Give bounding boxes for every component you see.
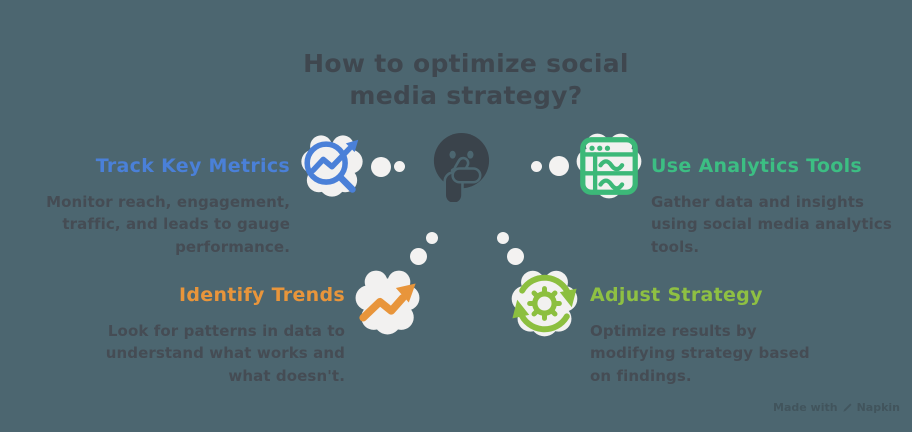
thought-dot	[426, 232, 438, 244]
use-analytics-tools-heading: Use Analytics Tools	[651, 155, 863, 177]
section-identify-trends: Identify Trends Look for patterns in dat…	[77, 284, 345, 387]
analytics-window-icon	[572, 129, 646, 203]
pen-icon	[842, 403, 851, 412]
adjust-strategy-description: Optimize results by modifying strategy b…	[590, 321, 810, 385]
credit-prefix: Made with	[773, 401, 838, 414]
section-use-analytics-tools: Use Analytics Tools Gather data and insi…	[651, 155, 896, 258]
gear-refresh-icon	[507, 266, 582, 341]
thought-dot	[394, 161, 405, 172]
thought-dot	[531, 161, 542, 172]
track-key-metrics-description: Monitor reach, engagement, traffic, and …	[46, 192, 290, 256]
thought-dot	[497, 232, 509, 244]
magnifier-trend-icon	[297, 131, 367, 201]
credit-brand: Napkin	[856, 401, 900, 414]
section-adjust-strategy: Adjust Strategy Optimize results by modi…	[590, 284, 830, 387]
identify-trends-description: Look for patterns in data to understand …	[105, 321, 345, 385]
identify-trends-heading: Identify Trends	[178, 284, 345, 306]
thought-dot	[410, 248, 427, 265]
track-key-metrics-bubble	[297, 131, 367, 201]
section-track-key-metrics: Track Key Metrics Monitor reach, engagem…	[0, 155, 290, 258]
trend-arrow-icon	[351, 266, 424, 339]
thought-dot	[507, 248, 524, 265]
thinking-face-icon	[427, 131, 494, 206]
identify-trends-bubble	[351, 266, 424, 339]
adjust-strategy-heading: Adjust Strategy	[590, 284, 763, 306]
adjust-strategy-bubble	[507, 266, 582, 341]
thought-dot	[371, 157, 391, 177]
page-title: How to optimize social media strategy?	[303, 49, 629, 110]
made-with-napkin-credit[interactable]: Made with Napkin	[773, 401, 900, 414]
thought-dot	[549, 156, 569, 176]
track-key-metrics-heading: Track Key Metrics	[95, 155, 290, 177]
use-analytics-tools-bubble	[572, 129, 646, 203]
use-analytics-tools-description: Gather data and insights using social me…	[651, 192, 892, 256]
